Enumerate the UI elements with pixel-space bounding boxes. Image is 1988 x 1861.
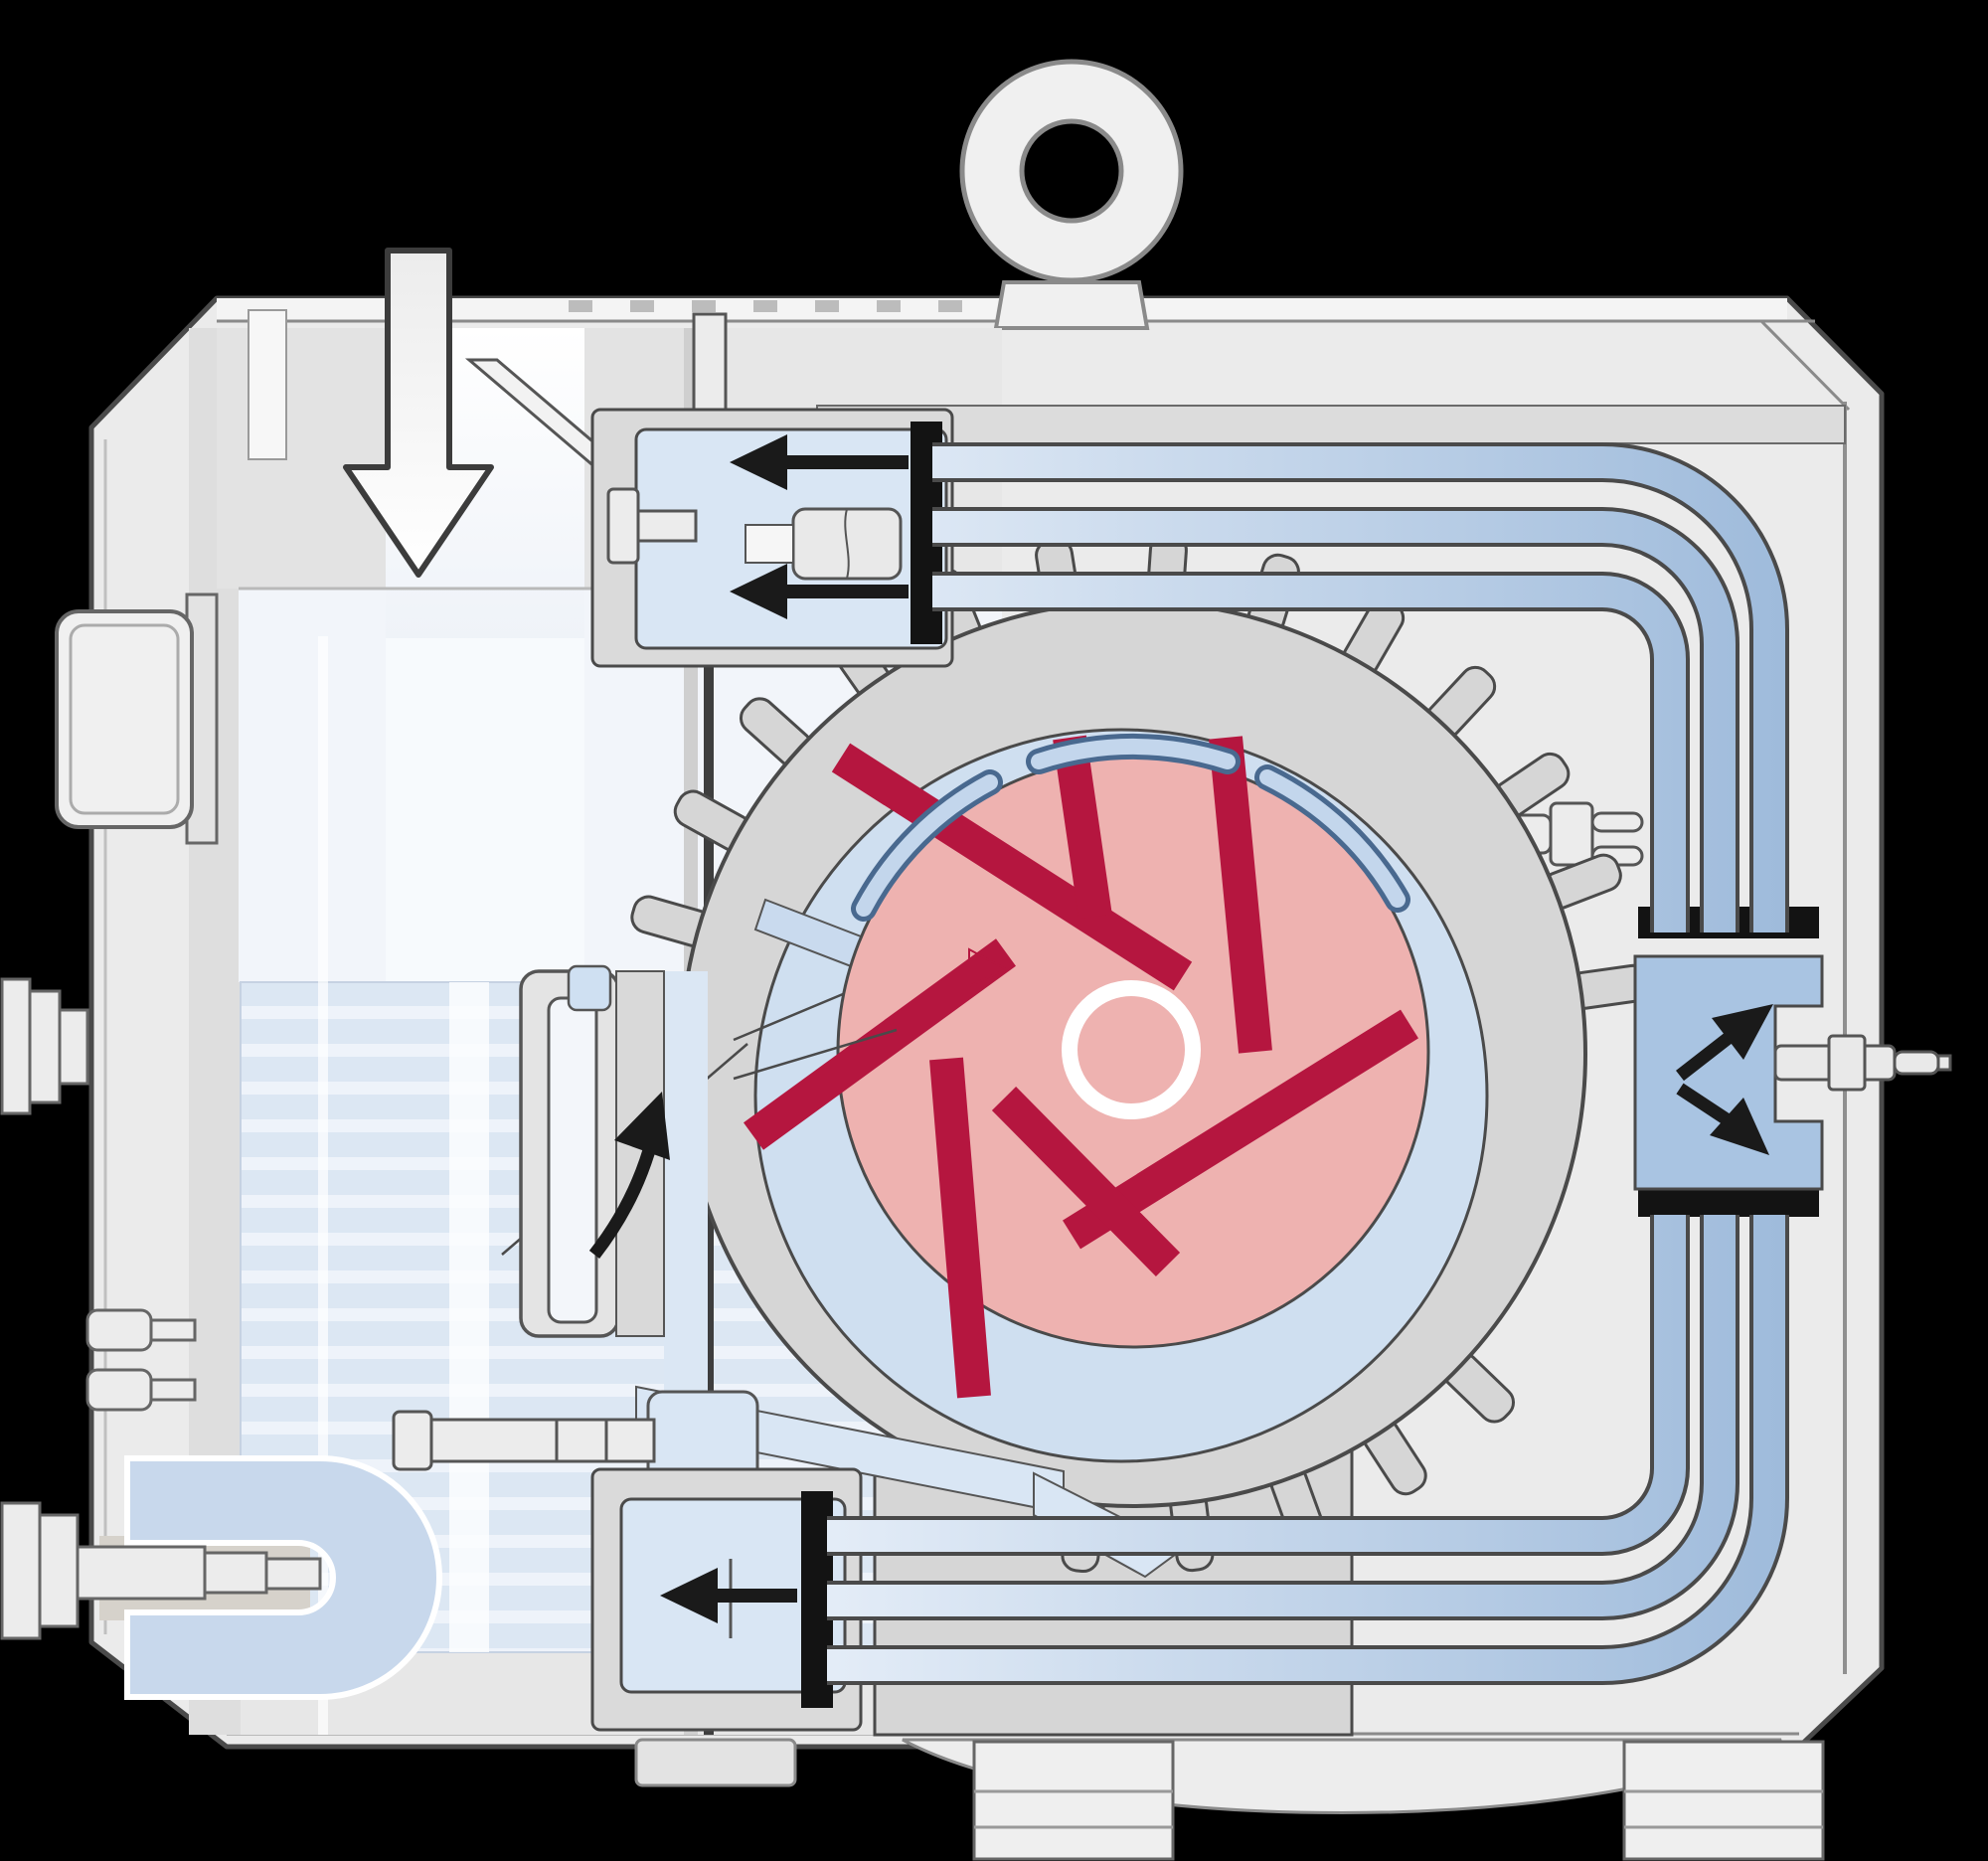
eye-ring-hole xyxy=(1019,118,1124,224)
u-channel xyxy=(124,1455,442,1700)
rotor-vane xyxy=(991,1087,1181,1276)
eye-base xyxy=(993,280,1150,330)
front-plate-assembly xyxy=(392,964,759,1541)
vane-tip-pockets xyxy=(851,733,1410,922)
junction-box xyxy=(55,592,219,845)
valve-piston-stem xyxy=(745,524,794,564)
rotor-vane xyxy=(1053,735,1112,920)
inlet-valve-arrow-lower xyxy=(730,564,909,619)
exhaust-arrow-upper xyxy=(1676,1004,1773,1082)
top-valve xyxy=(590,408,954,668)
left-fasteners xyxy=(0,592,322,1640)
base-group xyxy=(634,1738,1825,1861)
rotor-vane xyxy=(1063,1009,1418,1250)
bottom-valve xyxy=(590,1467,863,1732)
top-left-notch xyxy=(248,309,287,460)
corner-bevel-line xyxy=(1759,319,1851,412)
plate-gray-band xyxy=(615,970,665,1337)
plate-blue-cap xyxy=(567,964,612,1012)
inlet-duct-lower xyxy=(386,638,584,982)
rotor-vane xyxy=(1209,736,1272,1054)
side-pins xyxy=(85,1308,197,1412)
transfer-arrow xyxy=(588,1092,670,1260)
rotor-vanes xyxy=(743,735,1418,1399)
foot-right xyxy=(1622,1740,1825,1861)
housing-seam xyxy=(318,636,328,1735)
exhaust-arrow-lower xyxy=(1676,1083,1769,1155)
piston-split-line xyxy=(844,508,850,580)
top-valve-left-bolt xyxy=(606,487,698,565)
foot-left xyxy=(972,1740,1175,1861)
lifting-eye xyxy=(959,59,1184,330)
inlet-valve-arrow-upper xyxy=(730,434,909,490)
rotor-vane xyxy=(743,938,1017,1150)
hex-bolt-upper xyxy=(0,977,89,1115)
pressure-relief-fitting xyxy=(1773,1034,1952,1092)
upper-shelf xyxy=(816,405,1846,444)
pump-chamber-group xyxy=(501,728,1489,1463)
valve-plate-inner xyxy=(547,996,598,1324)
inlet-arrow xyxy=(343,248,494,578)
plate-bolt xyxy=(392,1410,656,1471)
exhaust-manifold xyxy=(1633,954,1952,1191)
hex-bolt-lower xyxy=(0,1501,322,1640)
manifold-block xyxy=(1633,954,1824,1191)
transfer-channel xyxy=(664,971,708,1422)
rotor-vane xyxy=(929,1057,991,1399)
vane-edge-mark xyxy=(968,947,1009,988)
rotor-vane xyxy=(831,743,1193,991)
shaft-ring xyxy=(1062,980,1201,1119)
top-left-block xyxy=(217,328,386,589)
return-valve-arrow xyxy=(660,1568,797,1623)
duct-seam xyxy=(449,982,489,1652)
bottom-tab xyxy=(634,1738,797,1787)
